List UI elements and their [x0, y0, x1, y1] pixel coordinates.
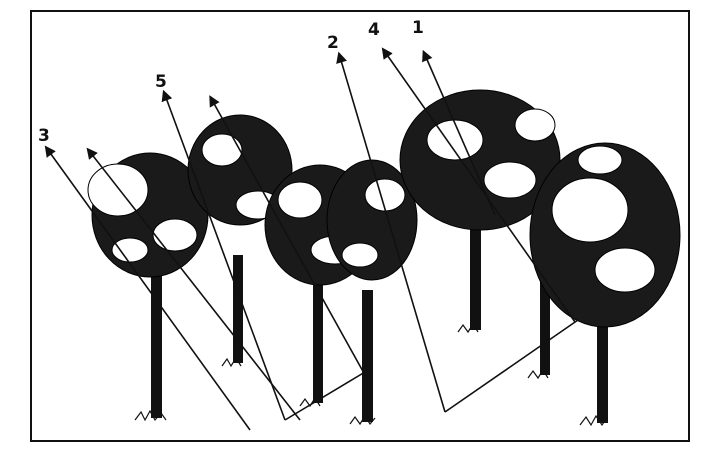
label-4: 4 — [368, 20, 380, 40]
tree-trunks — [151, 215, 608, 423]
label-1: 1 — [412, 18, 424, 38]
trunk-4 — [362, 290, 373, 422]
label-3: 3 — [38, 126, 50, 146]
arrow-line-7 — [86, 147, 301, 421]
canopy-back — [399, 89, 561, 231]
base-connector-a — [284, 371, 366, 421]
base-connector-b — [444, 319, 579, 413]
arrow-line-5 — [161, 89, 286, 421]
arrow-line-2 — [336, 51, 446, 413]
trunk-6 — [540, 240, 550, 375]
canopy-left — [87, 152, 209, 278]
trunk-3 — [313, 285, 323, 403]
arrow-line-1 — [422, 49, 496, 216]
trunk-1 — [151, 270, 162, 418]
tree-canopies — [87, 89, 681, 328]
trunk-7 — [597, 315, 608, 423]
trunk-5 — [470, 215, 481, 330]
label-2: 2 — [327, 33, 339, 53]
canopy-right — [529, 142, 681, 328]
arrow-line-6 — [209, 95, 366, 376]
arrow-line-3 — [44, 145, 251, 431]
sight-lines — [44, 47, 579, 431]
canopy-center-right — [326, 159, 418, 281]
trunk-2 — [233, 255, 243, 363]
label-5: 5 — [155, 72, 167, 92]
arrow-line-4 — [381, 47, 576, 323]
